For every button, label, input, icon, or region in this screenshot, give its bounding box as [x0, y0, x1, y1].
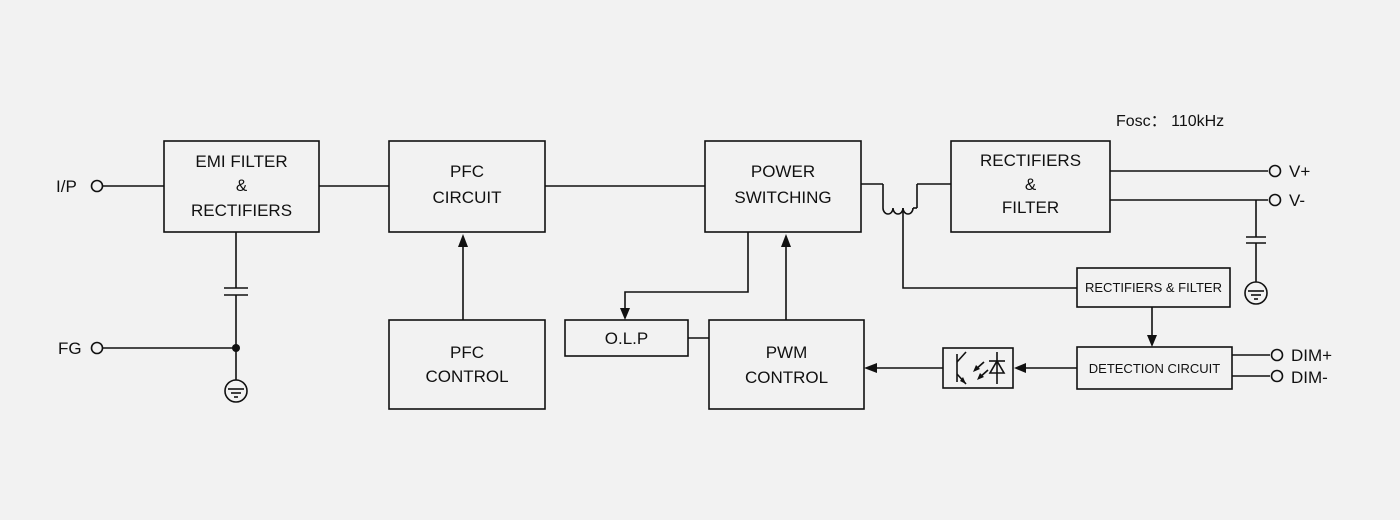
pwm-control-block: PWM CONTROL [708, 319, 865, 410]
fg-ground-icon [224, 379, 248, 403]
output-rectifiers-line2: & [1025, 175, 1037, 194]
vplus-label: V+ [1289, 162, 1310, 181]
vplus-terminal [1268, 164, 1282, 178]
arrow-to-olp [620, 308, 630, 320]
detection-circuit-label: DETECTION CIRCUIT [1089, 361, 1221, 376]
wire-power-olp [624, 232, 749, 312]
fg-terminal [90, 341, 104, 355]
output-rectifiers-line3: FILTER [1002, 198, 1059, 217]
emi-filter-block: EMI FILTER & RECTIFIERS [163, 140, 320, 233]
arrow-to-opto [1014, 363, 1026, 373]
power-switching-line1: POWER [751, 162, 815, 181]
aux-rectifiers-label: RECTIFIERS & FILTER [1085, 280, 1222, 295]
arrow-to-detection [1147, 335, 1157, 347]
wiring [103, 170, 1270, 380]
emi-filter-line2: & [236, 176, 248, 195]
ip-label: I/P [56, 177, 77, 196]
pfc-circuit-line2: CIRCUIT [433, 188, 502, 207]
ip-terminal [90, 179, 104, 193]
wire-aux-winding [902, 208, 1077, 289]
pfc-control-block: PFC CONTROL [388, 319, 546, 410]
fg-junction-dot [232, 344, 240, 352]
pwm-control-line1: PWM [766, 343, 808, 362]
vminus-label: V- [1289, 191, 1305, 210]
power-switching-block: POWER SWITCHING [704, 140, 862, 233]
dimminus-terminal [1270, 369, 1284, 383]
arrowheads [458, 234, 1157, 373]
pfc-control-line1: PFC [450, 343, 484, 362]
power-switching-line2: SWITCHING [734, 188, 831, 207]
output-rectifiers-block: RECTIFIERS & FILTER [950, 140, 1111, 233]
pfc-circuit-line1: PFC [450, 162, 484, 181]
output-ground-icon [1244, 281, 1268, 305]
pfc-circuit-block: PFC CIRCUIT [388, 140, 546, 233]
vminus-terminal [1268, 193, 1282, 207]
arrow-to-power-switching [781, 234, 791, 247]
arrow-to-pfc-circuit [458, 234, 468, 247]
fg-label: FG [58, 339, 82, 358]
olp-label: O.L.P [605, 329, 648, 348]
optocoupler-icon [942, 347, 1014, 389]
detection-circuit-block: DETECTION CIRCUIT [1076, 346, 1233, 390]
dimminus-label: DIM- [1291, 368, 1328, 387]
pwm-control-line2: CONTROL [745, 368, 828, 387]
dimplus-label: DIM+ [1291, 346, 1332, 365]
dimplus-terminal [1270, 348, 1284, 362]
emi-filter-line3: RECTIFIERS [191, 201, 292, 220]
frequency-note: Fosc： 110kHz [1116, 113, 1224, 130]
pfc-control-line2: CONTROL [425, 367, 508, 386]
arrow-to-pwm [864, 363, 877, 373]
aux-rectifiers-block: RECTIFIERS & FILTER [1076, 267, 1231, 308]
output-rectifiers-line1: RECTIFIERS [980, 151, 1081, 170]
emi-filter-line1: EMI FILTER [195, 152, 287, 171]
terminals [90, 164, 1284, 383]
transformer-coil-icon [882, 207, 914, 215]
olp-block: O.L.P [564, 319, 689, 357]
